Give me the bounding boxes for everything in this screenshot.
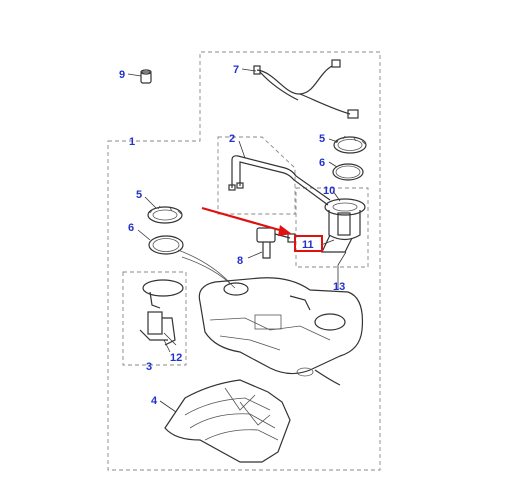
callout-9[interactable]: 9 bbox=[119, 69, 125, 81]
callout-12[interactable]: 12 bbox=[170, 352, 182, 364]
callout-8[interactable]: 8 bbox=[237, 255, 243, 267]
fuel-tank-icon bbox=[198, 277, 364, 386]
callout-6-upper[interactable]: 6 bbox=[319, 157, 325, 169]
callout-4[interactable]: 4 bbox=[151, 395, 158, 407]
callout-3[interactable]: 3 bbox=[146, 361, 152, 373]
seal-ring-icon bbox=[148, 235, 184, 255]
callout-10[interactable]: 10 bbox=[323, 185, 335, 197]
fuel-pipe-icon bbox=[228, 155, 331, 206]
callout-6-left[interactable]: 6 bbox=[128, 222, 134, 234]
group-boundary-sender bbox=[122, 271, 187, 366]
callout-7[interactable]: 7 bbox=[233, 64, 239, 76]
callout-1[interactable]: 1 bbox=[129, 136, 135, 148]
callout-2[interactable]: 2 bbox=[229, 133, 235, 145]
wiring-harness-icon bbox=[253, 59, 359, 119]
hose-left bbox=[177, 249, 231, 284]
highlight-arrow-icon bbox=[201, 206, 292, 236]
group-boundary-pump bbox=[295, 187, 369, 268]
fuel-sender-unit-icon bbox=[139, 279, 184, 346]
fuel-pump-module-icon bbox=[321, 198, 366, 253]
callout-5-upper[interactable]: 5 bbox=[319, 133, 325, 145]
callout-13[interactable]: 13 bbox=[333, 281, 345, 293]
callout-5-left[interactable]: 5 bbox=[136, 189, 142, 201]
heat-shield-icon bbox=[164, 379, 291, 463]
lock-ring-icon bbox=[333, 135, 367, 154]
seal-ring-icon bbox=[332, 163, 364, 181]
highlight-box bbox=[294, 235, 323, 252]
group-boundary-main bbox=[107, 51, 381, 471]
callout-11[interactable]: 11 bbox=[302, 239, 314, 251]
lock-ring-icon bbox=[147, 205, 183, 224]
group-boundary-pipes bbox=[217, 136, 296, 215]
cap-icon bbox=[140, 69, 152, 84]
